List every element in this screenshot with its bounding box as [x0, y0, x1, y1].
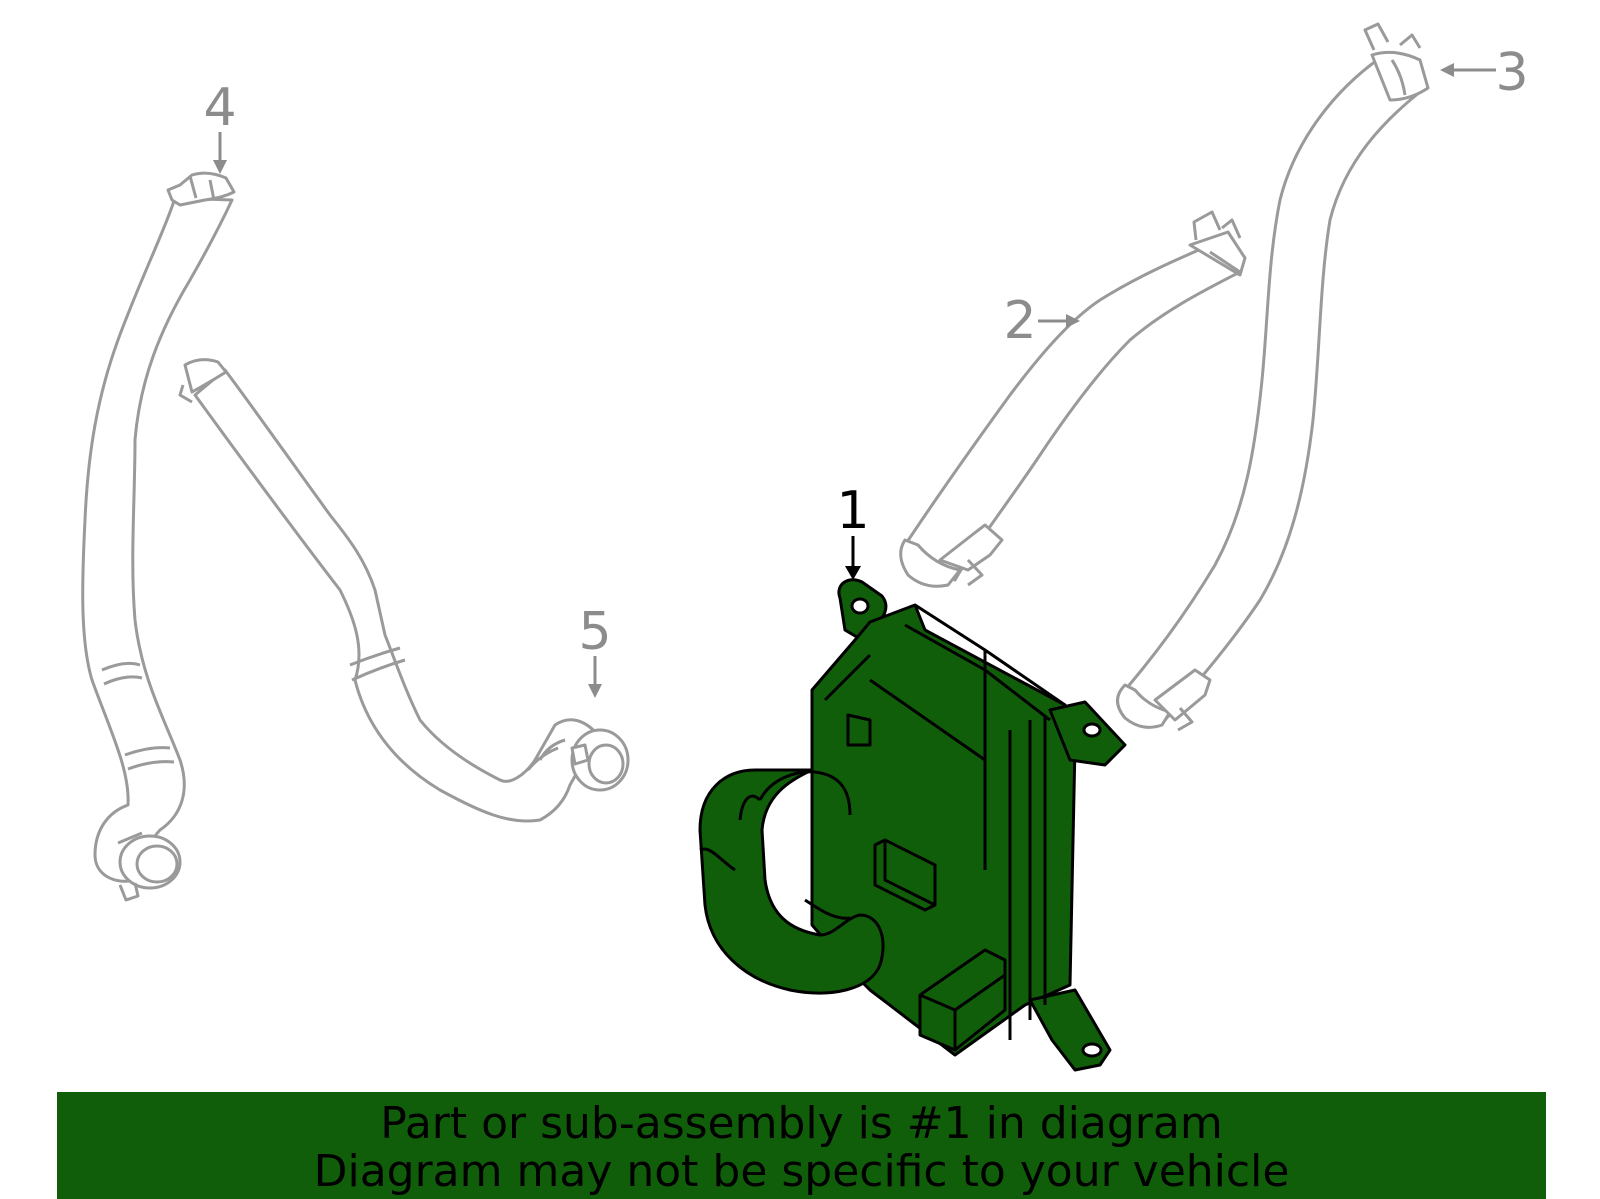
callout-4: 4 — [203, 78, 237, 174]
callout-arrowhead-2 — [1066, 314, 1080, 328]
callout-number-5: 5 — [578, 602, 611, 662]
callout-2: 2 — [1003, 291, 1080, 351]
callout-5: 5 — [578, 602, 612, 698]
hose-part-4 — [81, 171, 236, 902]
highlighted-part-1 — [698, 578, 1127, 1072]
callout-number-3: 3 — [1495, 43, 1528, 103]
callout-arrowhead-5 — [588, 684, 602, 698]
info-banner: Part or sub-assembly is #1 in diagram Di… — [57, 1092, 1546, 1199]
callout-number-2: 2 — [1003, 291, 1036, 351]
callout-arrowhead-3 — [1440, 63, 1454, 77]
callout-number-1: 1 — [836, 481, 869, 541]
hose-part-2 — [899, 210, 1247, 588]
callout-3: 3 — [1440, 43, 1529, 103]
callout-arrowhead-1 — [845, 566, 861, 580]
hose-part-5 — [178, 358, 630, 823]
callout-arrowhead-4 — [213, 160, 227, 174]
hose-part-3 — [1116, 22, 1430, 732]
callout-1: 1 — [836, 481, 870, 580]
banner-line-1: Part or sub-assembly is #1 in diagram — [380, 1098, 1223, 1149]
callout-number-4: 4 — [203, 78, 236, 138]
banner-line-2: Diagram may not be specific to your vehi… — [313, 1146, 1290, 1197]
